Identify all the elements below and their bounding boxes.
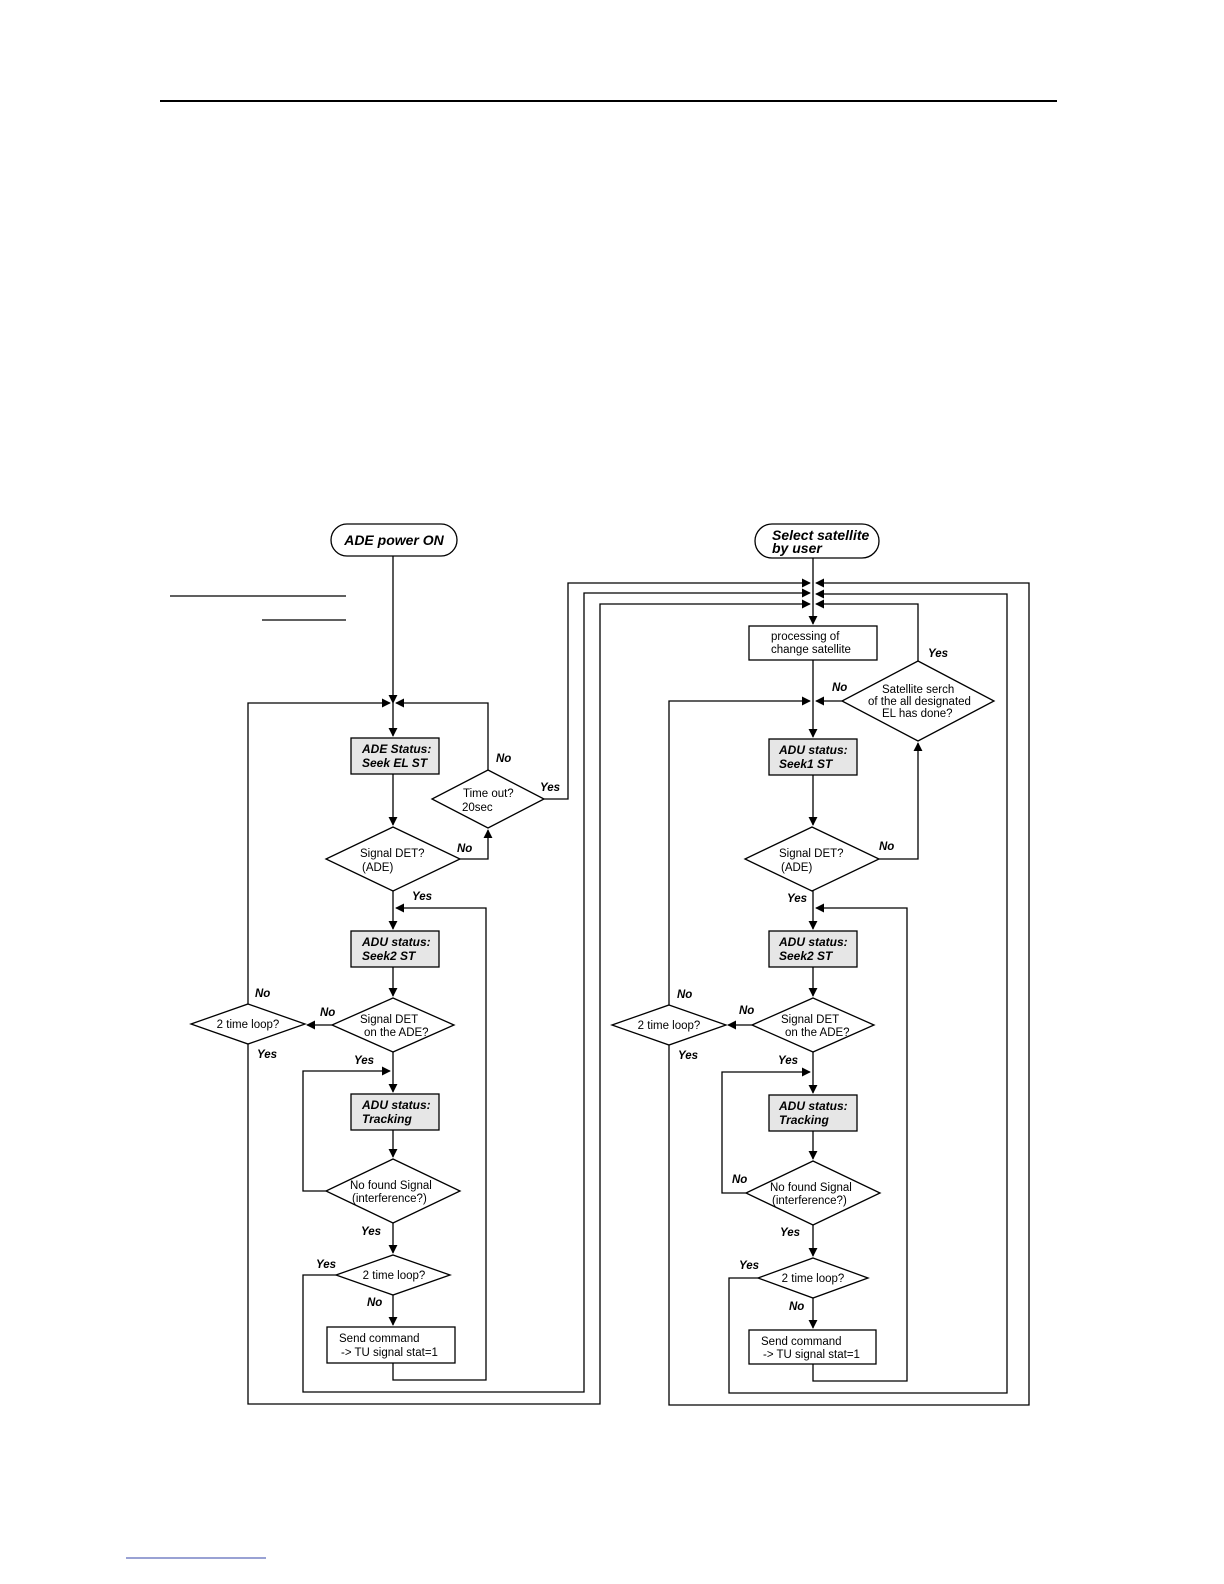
- left-sigdet2-line1: Signal DET: [360, 1014, 418, 1026]
- left-timeout-line2: 20sec: [462, 802, 493, 814]
- right-loop1-label: 2 time loop?: [638, 1020, 701, 1032]
- left-start-label: ADE power ON: [343, 532, 444, 548]
- right-nofound-yes: Yes: [780, 1227, 800, 1239]
- right-flow: Select satellite by user processing of c…: [610, 523, 1030, 1406]
- left-seek-el-line1: ADE Status:: [361, 742, 431, 756]
- left-loop1-no: No: [255, 988, 270, 1000]
- right-proc-line1: processing of: [771, 631, 840, 643]
- left-timeout-yes: Yes: [540, 782, 560, 794]
- left-seek2-line1: ADU status:: [361, 935, 431, 949]
- right-sigdet-line2: (ADE): [781, 862, 812, 874]
- right-sigdet-no: No: [879, 841, 894, 853]
- left-nofound-line2: (interference?): [352, 1193, 427, 1205]
- left-loop2-label: 2 time loop?: [363, 1270, 426, 1282]
- left-timeout-no: No: [496, 753, 511, 765]
- left-sigdet2-yes: Yes: [354, 1055, 374, 1067]
- right-loop2-label: 2 time loop?: [782, 1273, 845, 1285]
- left-flow: ADE power ON ADE Status: Seek EL ST Sign…: [189, 523, 811, 1405]
- right-loop2-yes: Yes: [739, 1260, 759, 1272]
- left-send-box: [326, 1326, 456, 1364]
- right-search-line3: EL has done?: [882, 708, 953, 720]
- left-tracking-line2: Tracking: [362, 1112, 412, 1126]
- left-seek2-line2: Seek2 ST: [362, 949, 417, 963]
- left-loop2-yes: Yes: [316, 1259, 336, 1271]
- left-sigdet2-line2: on the ADE?: [364, 1027, 429, 1039]
- right-nofound-line1: No found Signal: [770, 1182, 852, 1194]
- left-nofound-yes: Yes: [361, 1226, 381, 1238]
- left-send-line2: -> TU signal stat=1: [341, 1347, 438, 1359]
- left-loop2-no: No: [367, 1297, 382, 1309]
- right-loop2-no: No: [789, 1301, 804, 1313]
- right-sigdet2-yes: Yes: [778, 1055, 798, 1067]
- right-search-line2: of the all designated: [868, 696, 971, 708]
- left-tracking-line1: ADU status:: [361, 1098, 431, 1112]
- left-tracking-box: [350, 1093, 440, 1131]
- right-start-terminator: [754, 523, 880, 559]
- right-nofound-line2: (interference?): [772, 1195, 847, 1207]
- right-seek1-box: [768, 738, 858, 776]
- right-send-line2: -> TU signal stat=1: [763, 1349, 860, 1361]
- right-proc-line2: change satellite: [771, 644, 851, 656]
- right-proc-box: [748, 625, 878, 661]
- right-sigdet2-no: No: [739, 1005, 754, 1017]
- right-sigdet-line1: Signal DET?: [779, 848, 844, 860]
- right-search-line1: Satellite serch: [882, 684, 954, 696]
- left-loop1-yes: Yes: [257, 1049, 277, 1061]
- right-tracking-box: [768, 1094, 858, 1132]
- left-sigdet-line2: (ADE): [362, 862, 393, 874]
- right-loop1-yes: Yes: [678, 1050, 698, 1062]
- right-seek1-line1: ADU status:: [778, 743, 848, 757]
- left-sigdet-yes: Yes: [412, 891, 432, 903]
- right-tracking-line2: Tracking: [779, 1113, 829, 1127]
- right-start-line1: Select satellite: [772, 527, 869, 543]
- right-start-line2: by user: [772, 540, 823, 556]
- right-sigdet-diamond: [743, 826, 881, 892]
- right-tracking-line1: ADU status:: [778, 1099, 848, 1113]
- right-seek2-line1: ADU status:: [778, 935, 848, 949]
- left-seek2-box: [350, 930, 440, 968]
- right-seek1-line2: Seek1 ST: [779, 757, 834, 771]
- left-send-line1: Send command: [339, 1333, 420, 1345]
- right-search-diamond: [840, 660, 996, 742]
- right-seek2-box: [768, 930, 858, 968]
- left-sigdet-no: No: [457, 843, 472, 855]
- right-search-no: No: [832, 682, 847, 694]
- right-send-box: [748, 1329, 877, 1365]
- right-search-yes: Yes: [928, 648, 948, 660]
- right-sigdet2-line2: on the ADE?: [785, 1027, 850, 1039]
- right-send-line1: Send command: [761, 1336, 842, 1348]
- left-loop1-label: 2 time loop?: [217, 1019, 280, 1031]
- left-nofound-line1: No found Signal: [350, 1180, 432, 1192]
- left-seek-el-box: [350, 737, 440, 775]
- right-nofound-no: No: [732, 1174, 747, 1186]
- left-seek-el-line2: Seek EL ST: [362, 756, 429, 770]
- left-sigdet-line1: Signal DET?: [360, 848, 425, 860]
- left-sigdet2-no: No: [320, 1007, 335, 1019]
- right-loop1-no: No: [677, 989, 692, 1001]
- left-start-terminator: [330, 523, 458, 557]
- left-timeout-diamond: [430, 769, 546, 829]
- left-timeout-line1: Time out?: [463, 788, 514, 800]
- right-sigdet2-line1: Signal DET: [781, 1014, 839, 1026]
- right-seek2-line2: Seek2 ST: [779, 949, 834, 963]
- right-sigdet-yes: Yes: [787, 893, 807, 905]
